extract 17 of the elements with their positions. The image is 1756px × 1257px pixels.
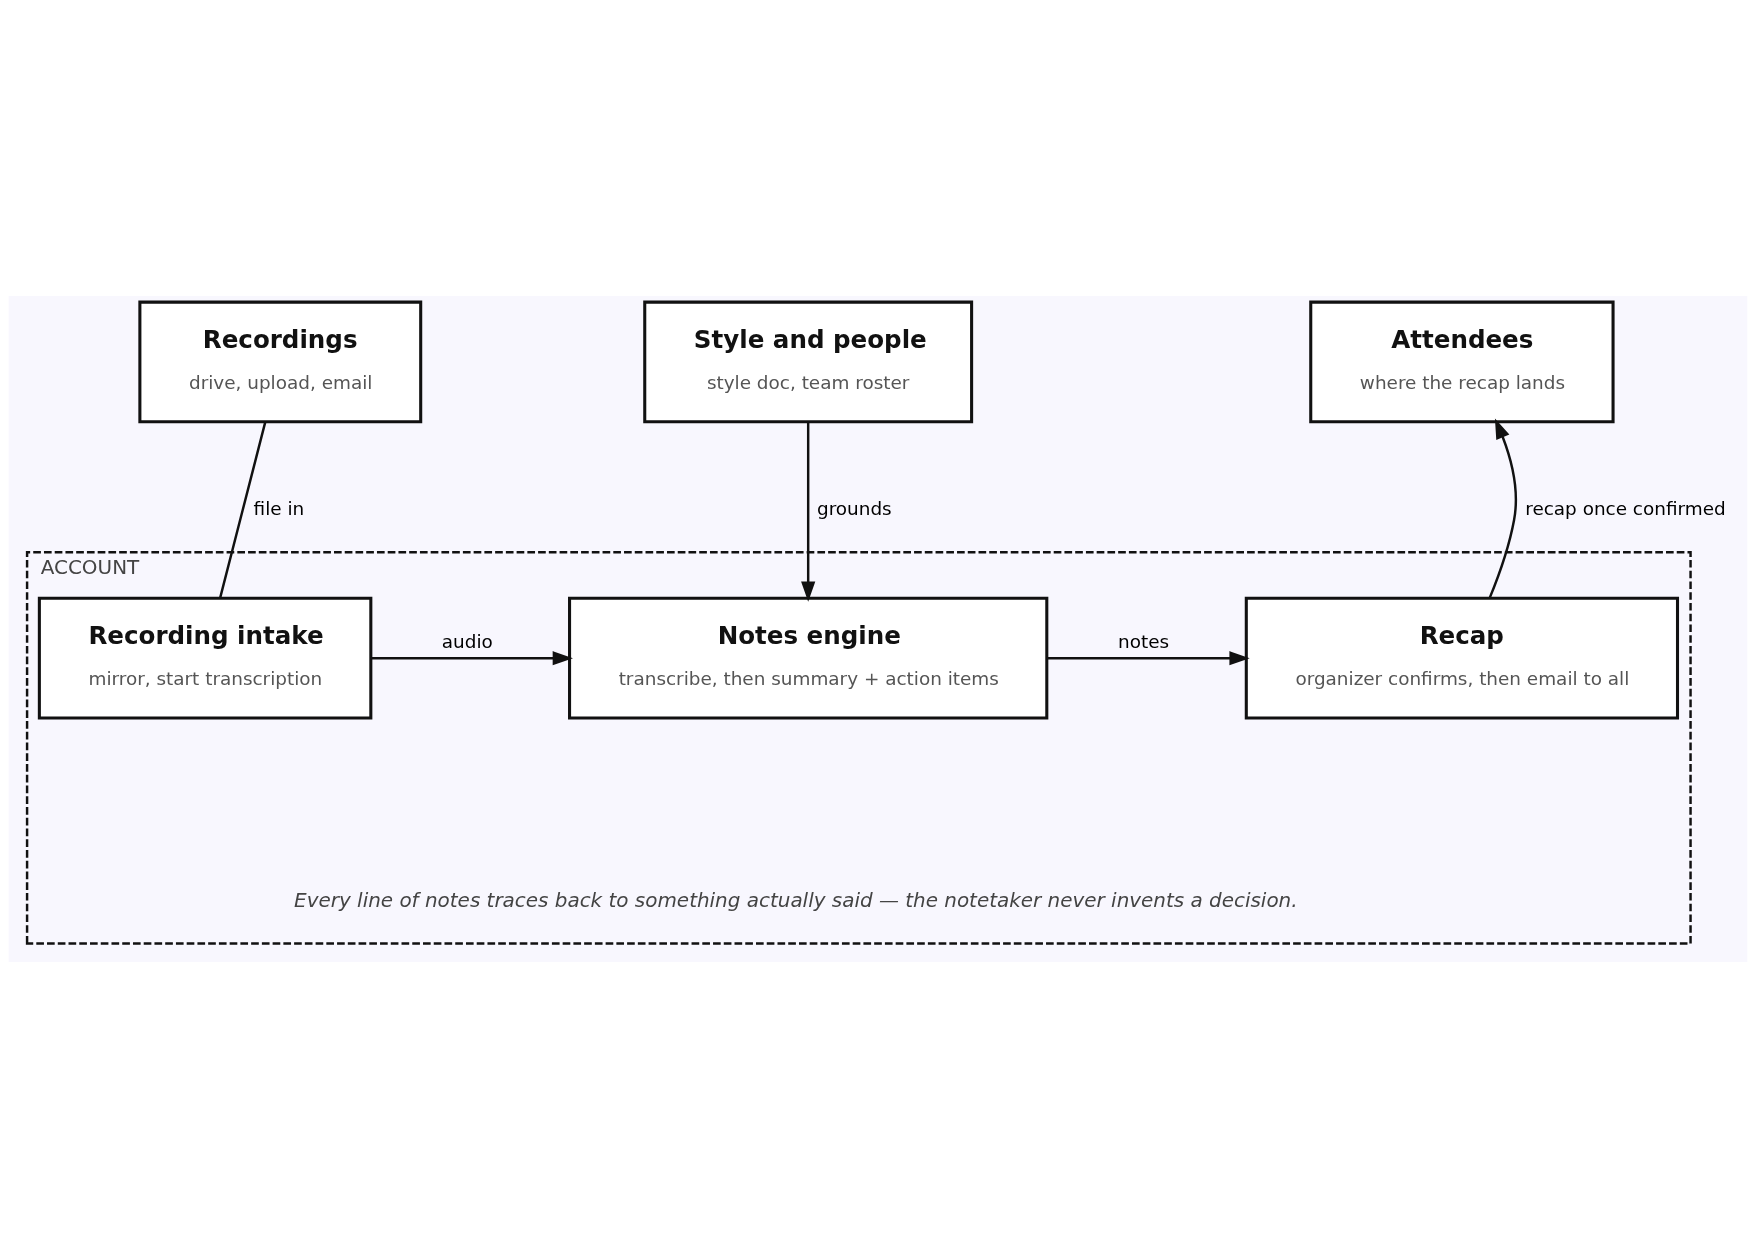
- node-box: Recordings drive, upload, email: [138, 300, 423, 423]
- node-box: Recap organizer confirms, then email to all: [1244, 596, 1680, 720]
- node-box: Recording intake mirror, start transcription: [37, 596, 373, 720]
- node-box: Attendees where the recap lands: [1309, 300, 1615, 423]
- arrow: [801, 421, 816, 602]
- arrow: [371, 650, 573, 665]
- edge-label: notes: [1118, 630, 1170, 652]
- node-box: Notes engine transcribe, then summary + action items: [568, 596, 1049, 720]
- connector: [218, 421, 267, 598]
- edge-label: recap once confirmed: [1525, 497, 1726, 519]
- arrow: [1046, 650, 1250, 665]
- arrow: [1488, 418, 1518, 599]
- edge-label: file in: [253, 497, 305, 519]
- edge-label: audio: [441, 630, 493, 652]
- edge-label: grounds: [816, 497, 892, 519]
- node-box: Style and people style doc, team roster: [643, 300, 974, 423]
- label: Every line of notes traces back to something actually said — the notetaker never invents a decision.: [294, 887, 1298, 912]
